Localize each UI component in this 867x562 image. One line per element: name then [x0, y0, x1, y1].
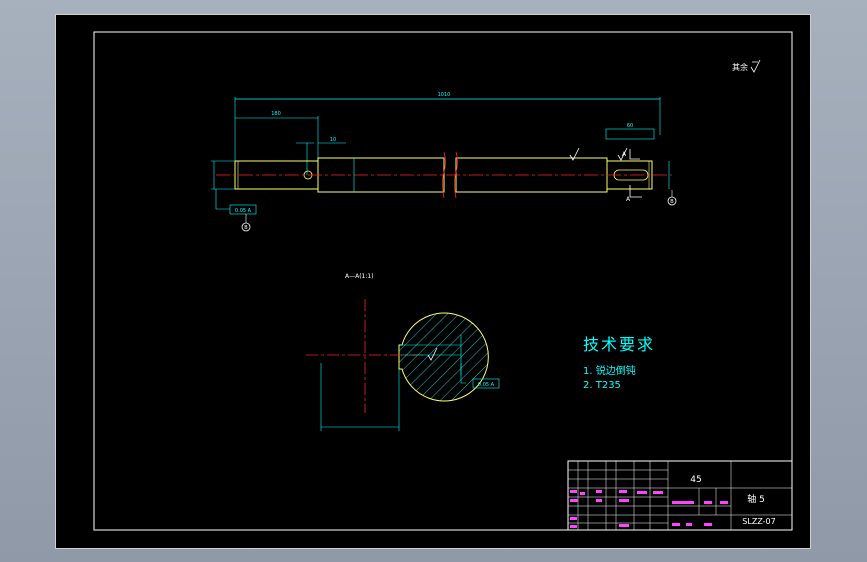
- tolerance-left-label: 0.05 A: [235, 208, 252, 214]
- cad-drawing-svg: 其余 1010 180 10 60 0.05 A B: [93, 31, 793, 531]
- section-hatch: [399, 313, 489, 401]
- tech-requirement-2: 2. T235: [583, 380, 621, 391]
- left-step-label: 180: [271, 111, 281, 117]
- roughness-note: 其余: [732, 62, 748, 72]
- material-label: 45: [690, 475, 701, 485]
- title-block: 45 轴 5 SLZZ-07: [567, 460, 793, 531]
- roughness-mark-icon: [569, 147, 580, 161]
- part-name-label: 轴 5: [747, 493, 765, 505]
- cad-drawing-canvas: 其余 1010 180 10 60 0.05 A B: [55, 14, 811, 549]
- right-key-length-label: 60: [627, 123, 633, 129]
- datum-label-left: B: [244, 225, 248, 231]
- section-roughness-icon: [427, 347, 438, 361]
- break-mark-right: [454, 151, 458, 199]
- section-outline: [398, 312, 489, 402]
- tolerance-section-label: 0.05 A: [478, 382, 495, 388]
- key-dim-label: 10: [330, 137, 336, 143]
- tech-requirement-1: 1. 锐边倒钝: [583, 364, 636, 377]
- datum-marker-left: [241, 222, 251, 232]
- drawing-number-label: SLZZ-07: [742, 517, 775, 526]
- tolerance-frame-section: [472, 378, 500, 389]
- break-mark-left: [442, 151, 446, 199]
- overall-length-label: 1010: [438, 92, 451, 98]
- datum-label-right: B: [670, 199, 674, 205]
- section-title: A—A(1:1): [345, 273, 374, 280]
- section-arrow-top: [629, 149, 640, 160]
- section-mark-top: A: [622, 151, 627, 158]
- section-arrow-bottom: [629, 185, 642, 198]
- roughness-symbol-icon: [750, 59, 761, 73]
- section-mark-bottom: A: [626, 196, 631, 203]
- tolerance-frame-left: [229, 204, 257, 215]
- datum-marker-right: [667, 196, 677, 206]
- tech-requirements-heading: 技术要求: [583, 335, 655, 354]
- drawing-frame: [93, 31, 793, 531]
